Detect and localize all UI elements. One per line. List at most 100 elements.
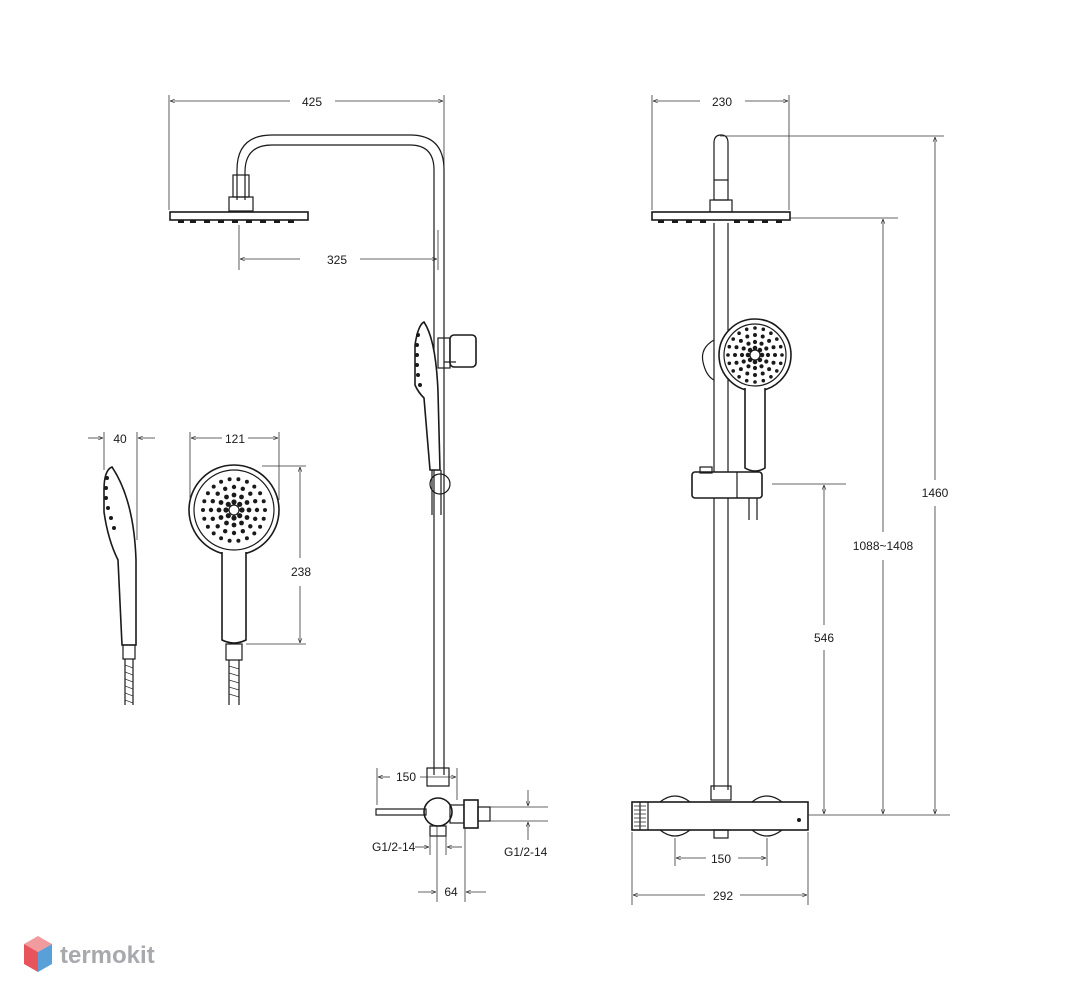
nozzle-dot	[239, 507, 245, 513]
nozzle-dot	[778, 361, 783, 366]
nozzle-dot	[759, 364, 764, 369]
nozzle-dot	[734, 360, 739, 365]
nozzle-dot	[227, 477, 232, 482]
nozzle-dot	[745, 352, 751, 358]
nozzle-dot	[764, 346, 769, 351]
nozzle-dot	[767, 367, 772, 372]
nozzle-dot	[225, 513, 231, 519]
nozzle-dot	[741, 359, 746, 364]
dim-64: 64	[444, 885, 458, 899]
dim-40: 40	[113, 432, 127, 446]
hand-face-nozzles	[201, 477, 267, 543]
nozzle-dot	[726, 353, 730, 357]
hand-shower-detail: 40 121 238	[88, 432, 311, 705]
nozzle-dot	[746, 364, 751, 369]
nozzle-dot	[780, 353, 784, 357]
nozzle-dot	[219, 536, 224, 541]
nozzle-dot	[253, 499, 258, 504]
nozzle-dot	[752, 345, 758, 351]
nozzle-dot	[208, 507, 214, 513]
nozzle-dot	[746, 341, 751, 346]
nozzle-dot	[738, 367, 743, 372]
nozzle-dot	[769, 375, 773, 379]
nozzle-dot	[771, 345, 776, 350]
nozzle-dot	[231, 522, 237, 528]
nozzle-dot	[254, 507, 260, 513]
nozzle-dot	[745, 334, 750, 339]
nozzle-dot	[258, 491, 263, 496]
nozzle-dot	[205, 524, 210, 529]
nozzle-dot	[252, 484, 257, 489]
nozzle-dot	[761, 378, 766, 383]
nozzle-dot	[745, 371, 750, 376]
nozzle-dot	[738, 338, 743, 343]
nozzle-dot	[211, 484, 216, 489]
nozzle-dot	[775, 337, 779, 341]
nozzle-center	[749, 349, 761, 361]
nozzle-dot	[216, 507, 222, 513]
head-shower-side	[169, 211, 309, 221]
nozzle-dot	[218, 515, 224, 520]
nozzle-dot	[731, 369, 735, 373]
nozzle-dot	[778, 344, 783, 349]
dim-121: 121	[225, 432, 245, 446]
nozzle-dot	[231, 530, 237, 536]
nozzle-dot	[237, 513, 243, 519]
dim-1460: 1460	[922, 486, 949, 500]
thread-right: G1/2-14	[504, 845, 548, 859]
nozzle-dot	[258, 524, 263, 529]
dim-325: 325	[327, 253, 347, 267]
head-shower-nozzles	[178, 220, 294, 223]
nozzle-dot	[759, 341, 764, 346]
nozzle-dot	[733, 353, 737, 357]
nozzle-dot	[210, 499, 215, 504]
nozzle-dot	[261, 516, 266, 521]
nozzle-dot	[244, 479, 249, 484]
nozzle-dot	[760, 371, 765, 376]
nozzle-dot	[224, 520, 229, 526]
nozzle-dot	[248, 524, 253, 529]
front-view: 230	[631, 95, 950, 905]
nozzle-dot	[773, 353, 777, 357]
nozzle-dot	[771, 360, 776, 365]
dim-150-front: 150	[711, 852, 731, 866]
nozzle-dot	[752, 365, 758, 371]
nozzle-dot	[263, 508, 267, 512]
nozzle-dot	[727, 361, 732, 366]
nozzle-dot	[231, 484, 237, 490]
brand-logo: termokit	[24, 936, 155, 972]
nozzle-dot	[223, 507, 229, 513]
dim-292: 292	[713, 889, 733, 903]
thermostatic-mixer	[631, 801, 809, 831]
dim-230: 230	[712, 95, 732, 109]
dim-150-side: 150	[396, 770, 416, 784]
nozzle-dot	[739, 352, 745, 358]
nozzle-dot	[246, 507, 252, 513]
nozzle-dot	[215, 524, 220, 529]
logo-mark	[24, 936, 52, 972]
nozzle-dot	[727, 344, 732, 349]
nozzle-dot	[240, 486, 245, 491]
dim-425: 425	[302, 95, 322, 109]
nozzle-dot	[753, 380, 757, 384]
slider	[691, 471, 763, 499]
nozzle-dot	[236, 477, 241, 482]
nozzle-dot	[760, 334, 765, 339]
thread-left: G1/2-14	[372, 840, 416, 854]
nozzle-dot	[231, 515, 237, 521]
nozzle-dot	[218, 500, 224, 505]
nozzle-dot	[752, 339, 758, 345]
nozzle-dot	[215, 491, 220, 496]
nozzle-dot	[759, 352, 765, 358]
nozzle-dot	[753, 333, 757, 337]
nozzle-dot	[237, 501, 243, 507]
nozzle-dot	[244, 500, 250, 505]
nozzle-dot	[202, 499, 207, 504]
mixer-knurl	[634, 805, 646, 827]
nozzle-dot	[764, 359, 769, 364]
nozzle-dot	[231, 499, 237, 505]
brand-name: termokit	[60, 942, 155, 969]
hand-profile-nozzles	[104, 476, 116, 530]
nozzle-dot	[775, 369, 779, 373]
